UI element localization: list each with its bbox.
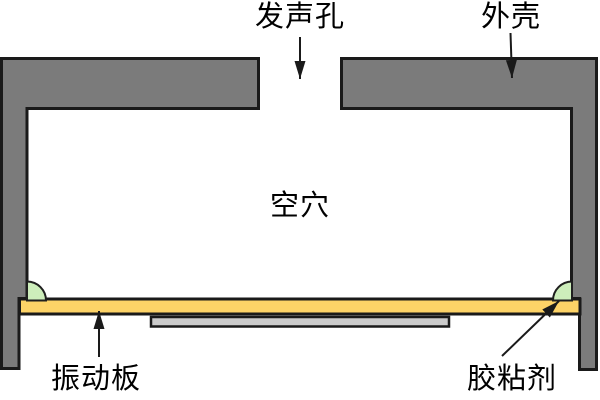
label-diaphragm: 振动板 <box>51 361 141 395</box>
adhesive-blob-right <box>551 280 573 302</box>
label-housing: 外壳 <box>481 0 541 33</box>
diaphragm-plate <box>18 297 582 316</box>
housing-arrow <box>505 32 517 79</box>
adhesive-blob-left <box>26 280 48 302</box>
adhesive-arrow <box>501 300 560 357</box>
piezo-element-strip <box>149 315 451 328</box>
label-sound-hole: 发声孔 <box>255 0 345 33</box>
label-cavity: 空穴 <box>270 188 330 222</box>
label-adhesive: 胶粘剂 <box>467 361 557 395</box>
